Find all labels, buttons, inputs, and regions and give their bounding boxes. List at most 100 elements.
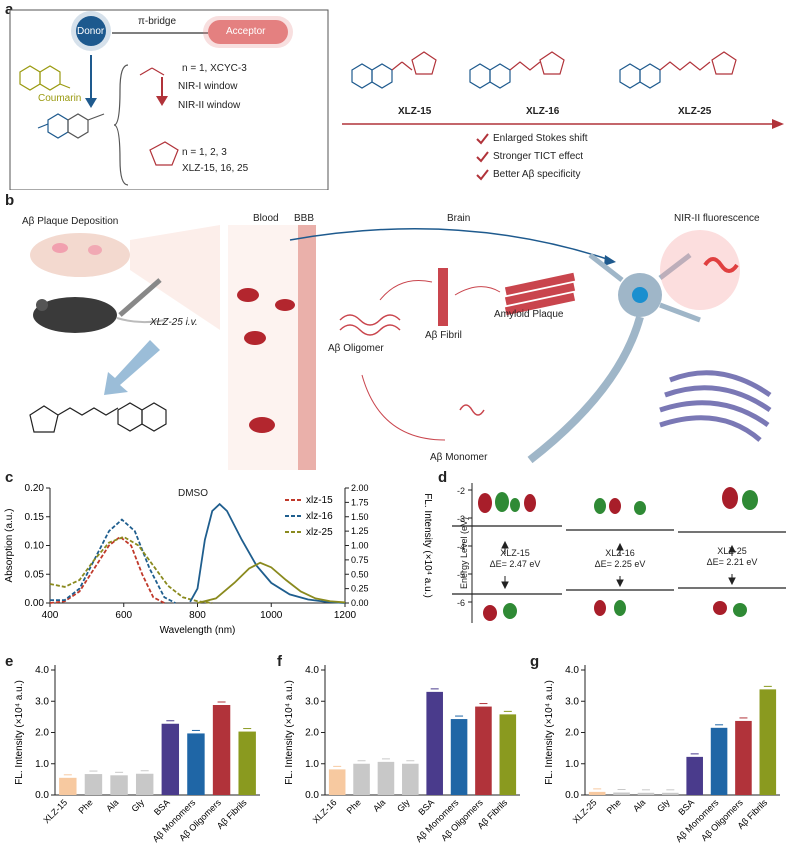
panel-letter-c: c — [5, 469, 14, 486]
bar-4 — [161, 723, 180, 795]
energy-gap-xlz25: ΔE= 2.21 eV — [706, 557, 758, 567]
x-tick-label: 800 — [189, 610, 206, 621]
xlz25-structure — [619, 63, 661, 89]
energy-ytick-4: -5 — [456, 570, 465, 580]
y2-tick-label: 2.00 — [351, 483, 369, 493]
category-label: Gly — [655, 797, 672, 814]
energy-gap-xlz16: ΔE= 2.25 eV — [594, 559, 646, 569]
bar-2 — [637, 792, 655, 795]
bar-5 — [187, 733, 205, 795]
y2-tick-label: 1.25 — [351, 526, 369, 536]
y-tick-label: 0.10 — [25, 541, 45, 552]
energy-ytick-5: -6 — [456, 598, 465, 608]
legend-label: xlz-25 — [306, 527, 333, 538]
benefit-stokes: Enlarged Stokes shift — [493, 133, 588, 144]
category-label: Phe — [76, 797, 94, 815]
x-axis-label: Wavelength (nm) — [160, 625, 236, 636]
y-tick-label: 0.0 — [565, 790, 579, 801]
donor-label: Donor — [77, 26, 105, 37]
y2-axis-label: FL. Intensity (×10⁴ a.u.) — [422, 493, 433, 598]
y-tick-label: 0.00 — [25, 598, 45, 609]
series-line-3 — [189, 502, 346, 604]
category-label: XLZ-25 — [571, 797, 599, 825]
xlz16-structure — [469, 63, 511, 89]
monomer-label: Aβ Monomer — [430, 452, 488, 463]
plaque-label: Amyloid Plaque — [494, 309, 564, 320]
y-axis-label: FL. Intensity (×10⁴ a.u.) — [544, 680, 555, 785]
protein-sheet-illustration — [659, 370, 772, 442]
y2-tick-label: 1.00 — [351, 541, 369, 551]
bar-5 — [450, 719, 468, 795]
category-label: Ala — [631, 797, 647, 813]
donor-circle — [76, 16, 106, 46]
energy-ytick-3: -4 — [456, 542, 465, 552]
syringe-illustration — [118, 278, 162, 317]
panel-letter-f: f — [277, 653, 282, 670]
solvent-label: DMSO — [178, 488, 208, 499]
xlz15-structure — [351, 63, 393, 89]
compound-xlz15: XLZ-15 — [398, 106, 432, 117]
y2-tick-label: 0.25 — [351, 584, 369, 594]
benefit-tict: Stronger TICT effect — [493, 151, 584, 162]
blood-label: Blood — [253, 213, 279, 224]
panel-letter-b: b — [5, 192, 15, 209]
y-tick-label: 3.0 — [565, 696, 579, 707]
y-axis-label: FL. Intensity (×10⁴ a.u.) — [14, 680, 25, 785]
bar-7 — [759, 689, 777, 795]
brain-illustration — [30, 233, 130, 277]
orbital-images — [478, 487, 758, 621]
category-label: BSA — [416, 797, 436, 817]
y2-tick-label: 1.75 — [351, 497, 369, 507]
energy-ytick-2: -3 — [456, 514, 465, 524]
y-tick-label: 2.0 — [565, 728, 579, 739]
panel-letter-g: g — [530, 653, 540, 670]
bar-1 — [353, 763, 370, 795]
energy-name-xlz25: XLZ-25 — [717, 546, 747, 556]
y-tick-label: 4.0 — [305, 665, 319, 676]
series-line-4 — [197, 561, 346, 604]
energy-ytick-1: -2 — [456, 486, 465, 496]
benefit-specificity: Better Aβ specificity — [493, 169, 581, 180]
energy-gap-xlz15: ΔE= 2.47 eV — [489, 559, 541, 569]
bar-3 — [402, 763, 419, 795]
y-tick-label: 0.0 — [35, 790, 49, 801]
y2-tick-label: 1.50 — [351, 512, 369, 522]
red-blood-cells — [237, 288, 295, 433]
y-tick-label: 2.0 — [35, 728, 49, 739]
fibril-label: Aβ Fibril — [425, 330, 462, 341]
bar-chart-f: 0.01.02.03.04.0FL. Intensity (×10⁴ a.u.)… — [284, 665, 520, 844]
bar-3 — [662, 792, 679, 795]
series-line-1 — [50, 518, 176, 604]
energy-name-xlz16: XLZ-16 — [605, 548, 635, 558]
x-tick-label: 400 — [42, 610, 59, 621]
xlz-list-label: XLZ-15, 16, 25 — [182, 163, 249, 174]
bar-7 — [499, 714, 517, 795]
y-tick-label: 0.05 — [25, 569, 45, 580]
category-label: XLZ-16 — [311, 797, 339, 825]
legend-label: xlz-16 — [306, 511, 333, 522]
bar-1 — [613, 792, 630, 795]
y2-tick-label: 0.50 — [351, 569, 369, 579]
legend-label: xlz-15 — [306, 495, 333, 506]
panel-b-figure — [29, 225, 772, 470]
y-tick-label: 1.0 — [565, 759, 579, 770]
energy-level-diagram — [452, 483, 786, 623]
y-tick-label: 0.0 — [305, 790, 319, 801]
bar-6 — [212, 705, 231, 795]
x-tick-label: 600 — [115, 610, 132, 621]
bar-0 — [328, 769, 346, 795]
y-tick-label: 3.0 — [35, 696, 49, 707]
bar-2 — [377, 761, 395, 795]
y-tick-label: 2.0 — [305, 728, 319, 739]
series-line-2 — [49, 535, 213, 604]
bar-2 — [110, 775, 128, 795]
x-tick-label: 1200 — [334, 610, 357, 621]
category-label: Phe — [605, 797, 623, 815]
bbb-wall — [298, 225, 316, 470]
panel-a-figure — [9, 9, 784, 190]
y-tick-label: 0.15 — [25, 512, 45, 523]
plaque-deposition-title: Aβ Plaque Deposition — [22, 216, 119, 227]
energy-name-xlz15: XLZ-15 — [500, 548, 530, 558]
oligomer-illustration — [339, 314, 401, 336]
y2-tick-label: 0.00 — [351, 598, 369, 608]
